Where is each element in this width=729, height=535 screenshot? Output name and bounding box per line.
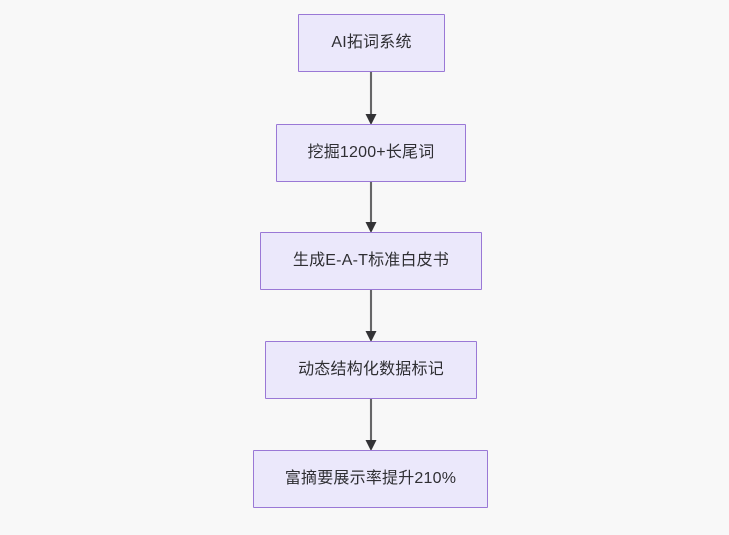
flow-node-generate-eat-whitepaper[interactable]: 生成E-A-T标准白皮书 [260, 232, 482, 290]
edge-n4-n5 [365, 399, 377, 451]
flow-node-mine-longtail-keywords[interactable]: 挖掘1200+长尾词 [276, 124, 466, 182]
flow-node-rich-snippet-impression-lift[interactable]: 富摘要展示率提升210% [253, 450, 488, 508]
flow-node-label: 挖掘1200+长尾词 [307, 144, 435, 161]
flow-node-ai-keyword-system[interactable]: AI拓词系统 [298, 14, 445, 72]
flow-node-label: AI拓词系统 [331, 34, 412, 51]
flow-node-label: 生成E-A-T标准白皮书 [292, 252, 450, 269]
edge-n1-n2 [365, 72, 377, 125]
flow-node-dynamic-structured-data-markup[interactable]: 动态结构化数据标记 [265, 341, 477, 399]
flow-node-label: 富摘要展示率提升210% [284, 470, 457, 487]
edge-n2-n3 [365, 182, 377, 233]
flow-node-label: 动态结构化数据标记 [298, 361, 444, 378]
edge-n3-n4 [365, 290, 377, 342]
